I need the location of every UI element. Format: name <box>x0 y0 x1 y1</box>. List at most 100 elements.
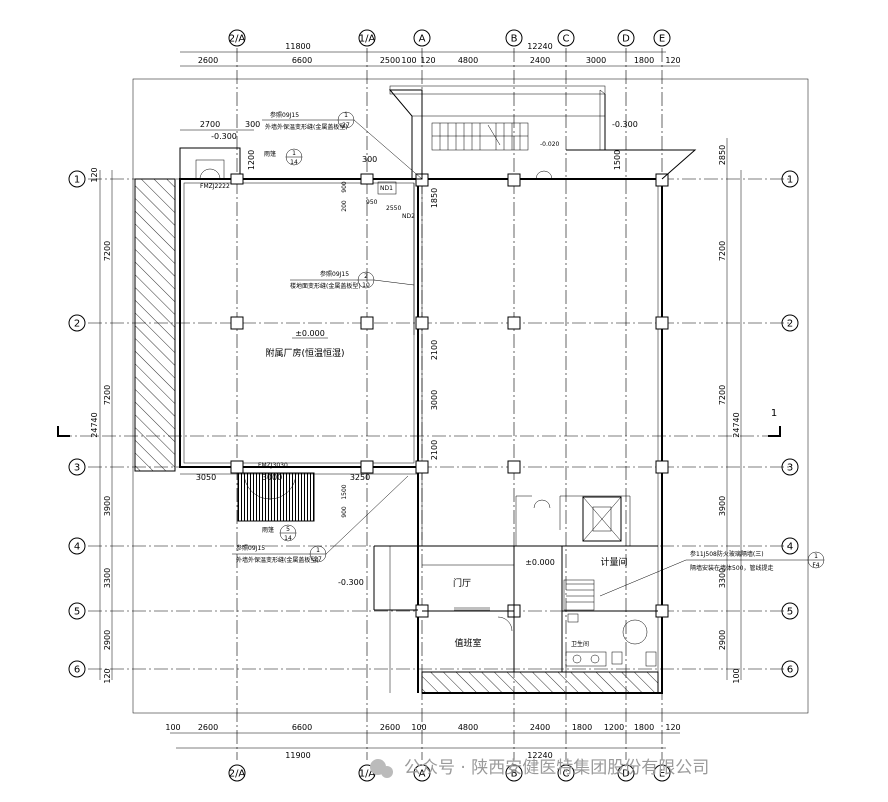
door-label: FMZJ3030 <box>258 462 288 469</box>
elev-text: -0.020 <box>540 141 560 148</box>
dim-text: 3250 <box>350 473 370 482</box>
ref-index: 14 <box>290 159 298 166</box>
dim-bottom-overall-right: 12240 <box>527 751 552 760</box>
annotations-middle: 参照09J15 楼地面变形缝(金属盖板型) 2 10 ±0.000 附属厂房(恒… <box>265 120 637 460</box>
axis-bottom-1a: 1/A <box>359 769 376 780</box>
ref-index: 1 <box>814 553 818 560</box>
section-mark-right: 1 <box>768 408 781 437</box>
dim-bottom-seg: 2600 <box>198 723 218 732</box>
watermark-text: 公众号 · 陕西安健医特集团股份有限公司 <box>404 758 709 778</box>
top-axis-labels: 2/A 1/A A B C D E <box>228 29 671 47</box>
note-text: 雨篷 <box>264 150 276 158</box>
dim-bottom-seg: 1800 <box>572 723 592 732</box>
top-dimensions: 11800 12240 2600 6600 2500 100 120 4800 … <box>180 42 681 67</box>
dim-bottom-seg: 2600 <box>380 723 400 732</box>
left-axis-labels: 1 2 3 4 5 6 <box>68 170 86 678</box>
nd-label: ND2 <box>402 213 415 220</box>
ref-index: 5 <box>286 526 290 533</box>
left-dimensions: 120 7200 7200 3900 3300 2900 120 24740 <box>90 167 113 684</box>
axis-left-5: 5 <box>74 607 80 618</box>
dim-bottom-seg: 100 <box>165 723 180 732</box>
dim-text: 900 <box>341 506 348 518</box>
dim-bottom-seg: 6600 <box>292 723 312 732</box>
dim-right-seg: 2850 <box>718 145 727 165</box>
dim-bottom-overall-left: 11900 <box>285 751 310 760</box>
dim-top-seg: 2500 <box>380 56 400 65</box>
axis-right-5: 5 <box>787 607 793 618</box>
ref-index: F4 <box>812 562 819 569</box>
rear-entrance-steps <box>237 472 315 522</box>
watermark: 公众号 · 陕西安健医特集团股份有限公司 <box>370 758 709 778</box>
elev-text: ±0.000 <box>525 558 555 567</box>
axis-top-c: C <box>563 34 570 45</box>
ref-text: 外墙外保温变形缝(金属盖板型) <box>236 556 319 564</box>
axis-bottom-e: E <box>659 769 665 780</box>
dim-top-seg: 120 <box>420 56 435 65</box>
axis-right-4: 4 <box>787 542 793 553</box>
dim-top-overall-left: 11800 <box>285 42 310 51</box>
axis-top-b: B <box>511 34 518 45</box>
dim-text: 1500 <box>613 150 622 170</box>
axis-left-6: 6 <box>74 665 80 676</box>
dim-left-total: 24740 <box>90 412 99 437</box>
axis-top-1a: 1/A <box>359 34 376 45</box>
section-mark-label: 1 <box>771 408 777 419</box>
dim-top-seg: 2600 <box>198 56 218 65</box>
ref-text: 隔墙安装在墙体500，管线提走 <box>690 564 773 572</box>
dim-left-seg: 3900 <box>103 496 112 516</box>
elev-text: ±0.000 <box>295 329 325 338</box>
axis-top-a: A <box>419 34 426 45</box>
ref-index: 10 <box>362 282 370 289</box>
ref-text: 参照09J15 <box>270 111 299 119</box>
axis-left-4: 4 <box>74 542 80 553</box>
dim-left-seg: 3300 <box>103 568 112 588</box>
axis-left-3: 3 <box>74 463 80 474</box>
dim-text: 300 <box>362 155 377 164</box>
dim-left-seg: 7200 <box>103 385 112 405</box>
hall-columns <box>230 173 374 474</box>
dim-right-seg: 7200 <box>718 385 727 405</box>
dim-left-seg: 120 <box>103 668 112 683</box>
dim-right-seg: 3900 <box>718 496 727 516</box>
room-metering: 计量间 <box>600 556 627 568</box>
room-lobby: 门厅 <box>453 577 471 589</box>
dim-right-seg: 7200 <box>718 241 727 261</box>
site-boundary <box>132 78 809 714</box>
dim-right-seg: 100 <box>732 668 741 683</box>
ref-text: 参照09J15 <box>236 544 265 552</box>
ref-index: 14 <box>284 535 292 542</box>
ref-index: 1 <box>292 150 296 157</box>
dim-text: 200 <box>341 200 348 212</box>
elev-text: -0.300 <box>612 120 638 129</box>
dim-bottom-seg: 1200 <box>604 723 624 732</box>
ref-text: 外墙外保温变形缝(金属盖板型) <box>265 123 348 131</box>
ref-index: 27 <box>314 556 322 563</box>
note-text: 雨篷 <box>262 526 274 534</box>
dim-text: 2100 <box>430 340 439 360</box>
axis-left-2: 2 <box>74 319 80 330</box>
annotations-lower-rooms: 门厅 值班室 计量间 卫生间 ±0.000 参11J508防火玻璃隔墙(三) 隔… <box>453 550 825 649</box>
axis-left-1: 1 <box>74 175 80 186</box>
dim-text: 1500 <box>341 484 348 499</box>
dim-top-overall-right: 12240 <box>527 42 552 51</box>
axis-bottom-a: A <box>419 769 426 780</box>
ref-text: 参11J508防火玻璃隔墙(三) <box>690 550 764 558</box>
dim-top-seg: 3000 <box>586 56 606 65</box>
dim-text: 900 <box>341 181 348 193</box>
ref-index: 27 <box>342 122 350 129</box>
elev-text: -0.300 <box>338 578 364 587</box>
ref-text: 参照09J15 <box>320 270 349 278</box>
door-label: FMZJ2222 <box>200 183 230 190</box>
dim-top-seg: 1800 <box>634 56 654 65</box>
dim-bottom-seg: 2400 <box>530 723 550 732</box>
section-mark-left <box>57 426 70 437</box>
elev-text: -0.300 <box>211 132 237 141</box>
axis-right-1: 1 <box>787 175 793 186</box>
axis-bottom-d: D <box>622 769 630 780</box>
axis-right-3: 3 <box>787 463 793 474</box>
axis-bottom-2a: 2/A <box>229 769 246 780</box>
dim-right-seg: 3300 <box>718 568 727 588</box>
dim-bottom-seg: 4800 <box>458 723 478 732</box>
